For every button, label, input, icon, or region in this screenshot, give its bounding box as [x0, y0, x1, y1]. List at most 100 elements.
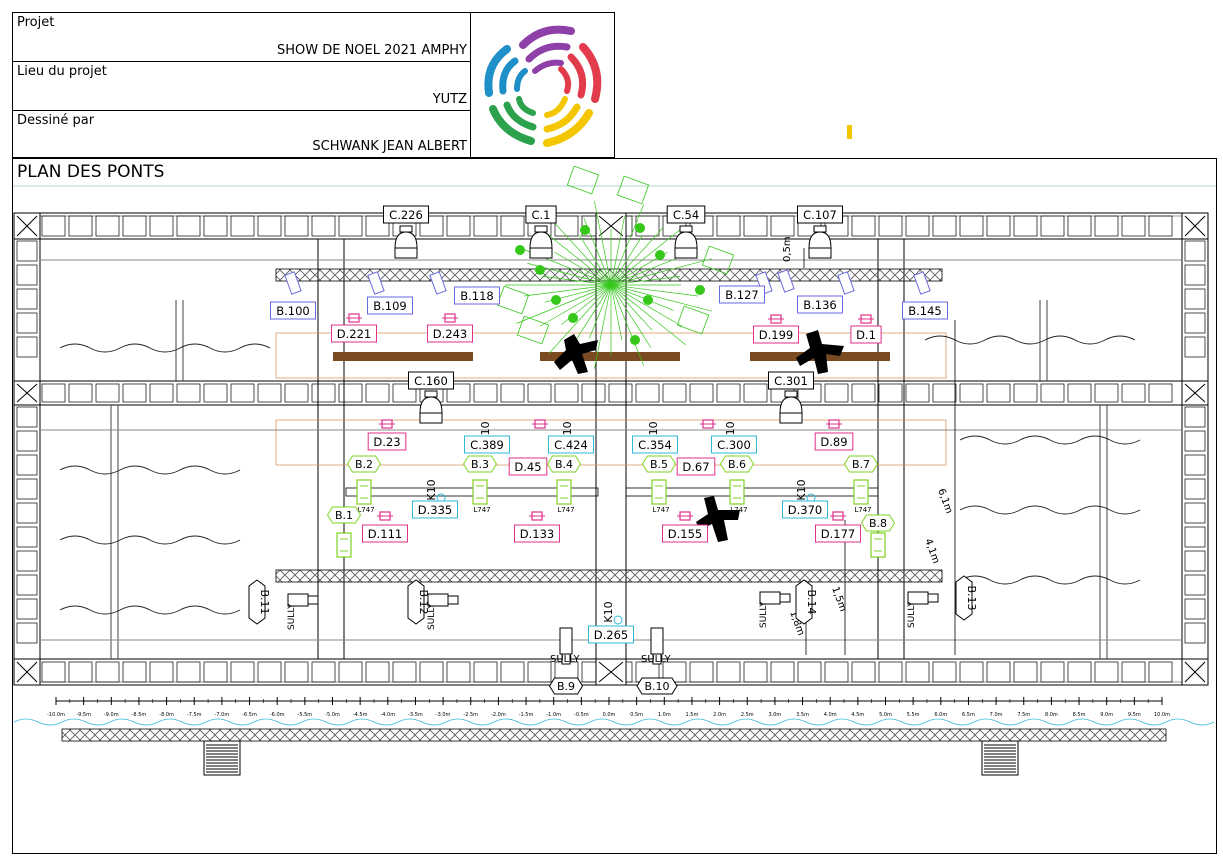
- truss-cell: [743, 215, 768, 237]
- fixture-label-d-k10[interactable]: D.370: [782, 500, 828, 519]
- fixture-label-b[interactable]: B.127: [719, 285, 765, 304]
- fixture-label-c-k10[interactable]: C.354: [632, 435, 678, 454]
- fixture-label-c[interactable]: C.1: [525, 205, 557, 224]
- fixture-label-d-k10[interactable]: D.335: [412, 500, 458, 519]
- burst-ray: [610, 275, 681, 286]
- truss-cell: [986, 383, 1011, 403]
- truss-cell: [554, 383, 579, 403]
- burst-ray: [610, 284, 687, 346]
- svg-text:C.300: C.300: [717, 438, 751, 452]
- truss-cell: [824, 661, 849, 683]
- fixture-label-b-led[interactable]: B.5: [641, 455, 677, 473]
- led-bar-icon: [472, 479, 488, 505]
- svg-text:D.23: D.23: [373, 435, 400, 449]
- svg-text:SULLY: SULLY: [907, 601, 917, 628]
- truss-cell: [878, 215, 903, 237]
- beam-grid: [516, 315, 550, 345]
- fixture-label-b-side[interactable]: B.12: [407, 579, 430, 625]
- burst-ray: [610, 284, 712, 312]
- led-bar-icon: [556, 479, 572, 505]
- svg-text:D.45: D.45: [514, 460, 541, 474]
- fixture-label-d[interactable]: D.243: [427, 324, 473, 343]
- truss-cell: [284, 661, 309, 683]
- sully-fixture-icon: SULLY: [759, 591, 791, 628]
- fixture-label-b[interactable]: B.118: [454, 286, 500, 305]
- svg-text:D.199: D.199: [759, 328, 793, 342]
- fixture-label-c-k10[interactable]: C.424: [548, 435, 594, 454]
- fixture-label-d[interactable]: D.155: [662, 524, 708, 543]
- fixture-label-b-led[interactable]: B.7: [843, 455, 879, 473]
- fixture-label-c-k10[interactable]: C.389: [464, 435, 510, 454]
- scale-label: -8.0m: [159, 712, 174, 718]
- truss-cell: [1040, 215, 1065, 237]
- fixture-label-b-side[interactable]: B.14: [795, 579, 818, 625]
- svg-text:B.145: B.145: [908, 304, 942, 318]
- fixture-label-c-k10[interactable]: C.300: [711, 435, 757, 454]
- scale-label: -9.5m: [76, 712, 91, 718]
- truss-cell: [1184, 336, 1206, 358]
- svg-text:D.177: D.177: [821, 527, 855, 541]
- fixture-label-b-led[interactable]: B.6: [719, 455, 755, 473]
- truss-cell: [203, 383, 228, 403]
- svg-text:C.226: C.226: [389, 208, 423, 222]
- fixture-label-d[interactable]: D.1: [850, 325, 882, 344]
- truss-cell: [16, 430, 38, 452]
- truss-cell: [338, 661, 363, 683]
- truss-cell: [1184, 264, 1206, 286]
- fixture-label-b-bottom[interactable]: B.9: [548, 677, 584, 695]
- scale-label: -6.5m: [242, 712, 257, 718]
- fixture-label-b-side[interactable]: B.11: [248, 579, 271, 625]
- scale-label: 4.0m: [824, 712, 837, 718]
- svg-text:C.389: C.389: [470, 438, 504, 452]
- fixture-label-b[interactable]: B.145: [902, 301, 948, 320]
- fixture-label-d[interactable]: D.133: [514, 524, 560, 543]
- fixture-label-d[interactable]: D.67: [676, 457, 716, 476]
- scale-label: 1.0m: [658, 712, 671, 718]
- beam-dot: [643, 295, 653, 305]
- truss-cell: [203, 661, 228, 683]
- fixture-label-c[interactable]: C.54: [666, 205, 706, 224]
- svg-text:SULLY: SULLY: [641, 654, 671, 665]
- fixture-label-c[interactable]: C.301: [768, 371, 814, 390]
- scale-label: -1.5m: [519, 712, 534, 718]
- beam-dot: [635, 223, 645, 233]
- svg-text:SULLY: SULLY: [550, 654, 580, 665]
- fixture-label-b-led[interactable]: B.4: [546, 455, 582, 473]
- truss-cell: [797, 661, 822, 683]
- truss-cell: [311, 661, 336, 683]
- fixture-label-d[interactable]: D.23: [367, 432, 407, 451]
- fixture-label-b[interactable]: B.109: [367, 296, 413, 315]
- fixture-label-b-side[interactable]: B.13: [955, 575, 978, 621]
- fixture-label-d[interactable]: D.111: [362, 524, 408, 543]
- fixture-label-d[interactable]: D.199: [753, 325, 799, 344]
- burst-ray: [610, 284, 652, 348]
- truss-cell: [743, 661, 768, 683]
- beam-grid: [566, 165, 600, 195]
- truss-cell: [1121, 383, 1146, 403]
- fixture-label-d[interactable]: D.177: [815, 524, 861, 543]
- truss-cell: [16, 478, 38, 500]
- truss-cell: [554, 215, 579, 237]
- fixture-label-b-led[interactable]: B.1: [326, 506, 362, 524]
- fixture-label-c[interactable]: C.160: [408, 371, 454, 390]
- svg-text:B.2: B.2: [355, 458, 373, 471]
- fixture-label-b-led[interactable]: B.8: [860, 514, 896, 532]
- scale-label: 7.0m: [990, 712, 1003, 718]
- burst-ray: [610, 284, 653, 331]
- wash-fixture-icon: [419, 390, 443, 424]
- fixture-label-d-center[interactable]: D.265: [588, 625, 634, 644]
- truss-cell: [16, 454, 38, 476]
- fixture-label-b-bottom[interactable]: B.10: [636, 677, 678, 695]
- fixture-label-d[interactable]: D.89: [814, 432, 854, 451]
- fixture-label-b[interactable]: B.136: [797, 295, 843, 314]
- fixture-label-d[interactable]: D.221: [331, 324, 377, 343]
- fixture-label-b-led[interactable]: B.3: [462, 455, 498, 473]
- fixture-label-b-led[interactable]: B.2: [346, 455, 382, 473]
- svg-text:D.155: D.155: [668, 527, 702, 541]
- fixture-label-c[interactable]: C.226: [383, 205, 429, 224]
- burst-ray: [610, 204, 645, 286]
- fixture-label-b[interactable]: B.100: [270, 301, 316, 320]
- fixture-label-c[interactable]: C.107: [797, 205, 843, 224]
- fixture-label-d[interactable]: D.45: [508, 457, 548, 476]
